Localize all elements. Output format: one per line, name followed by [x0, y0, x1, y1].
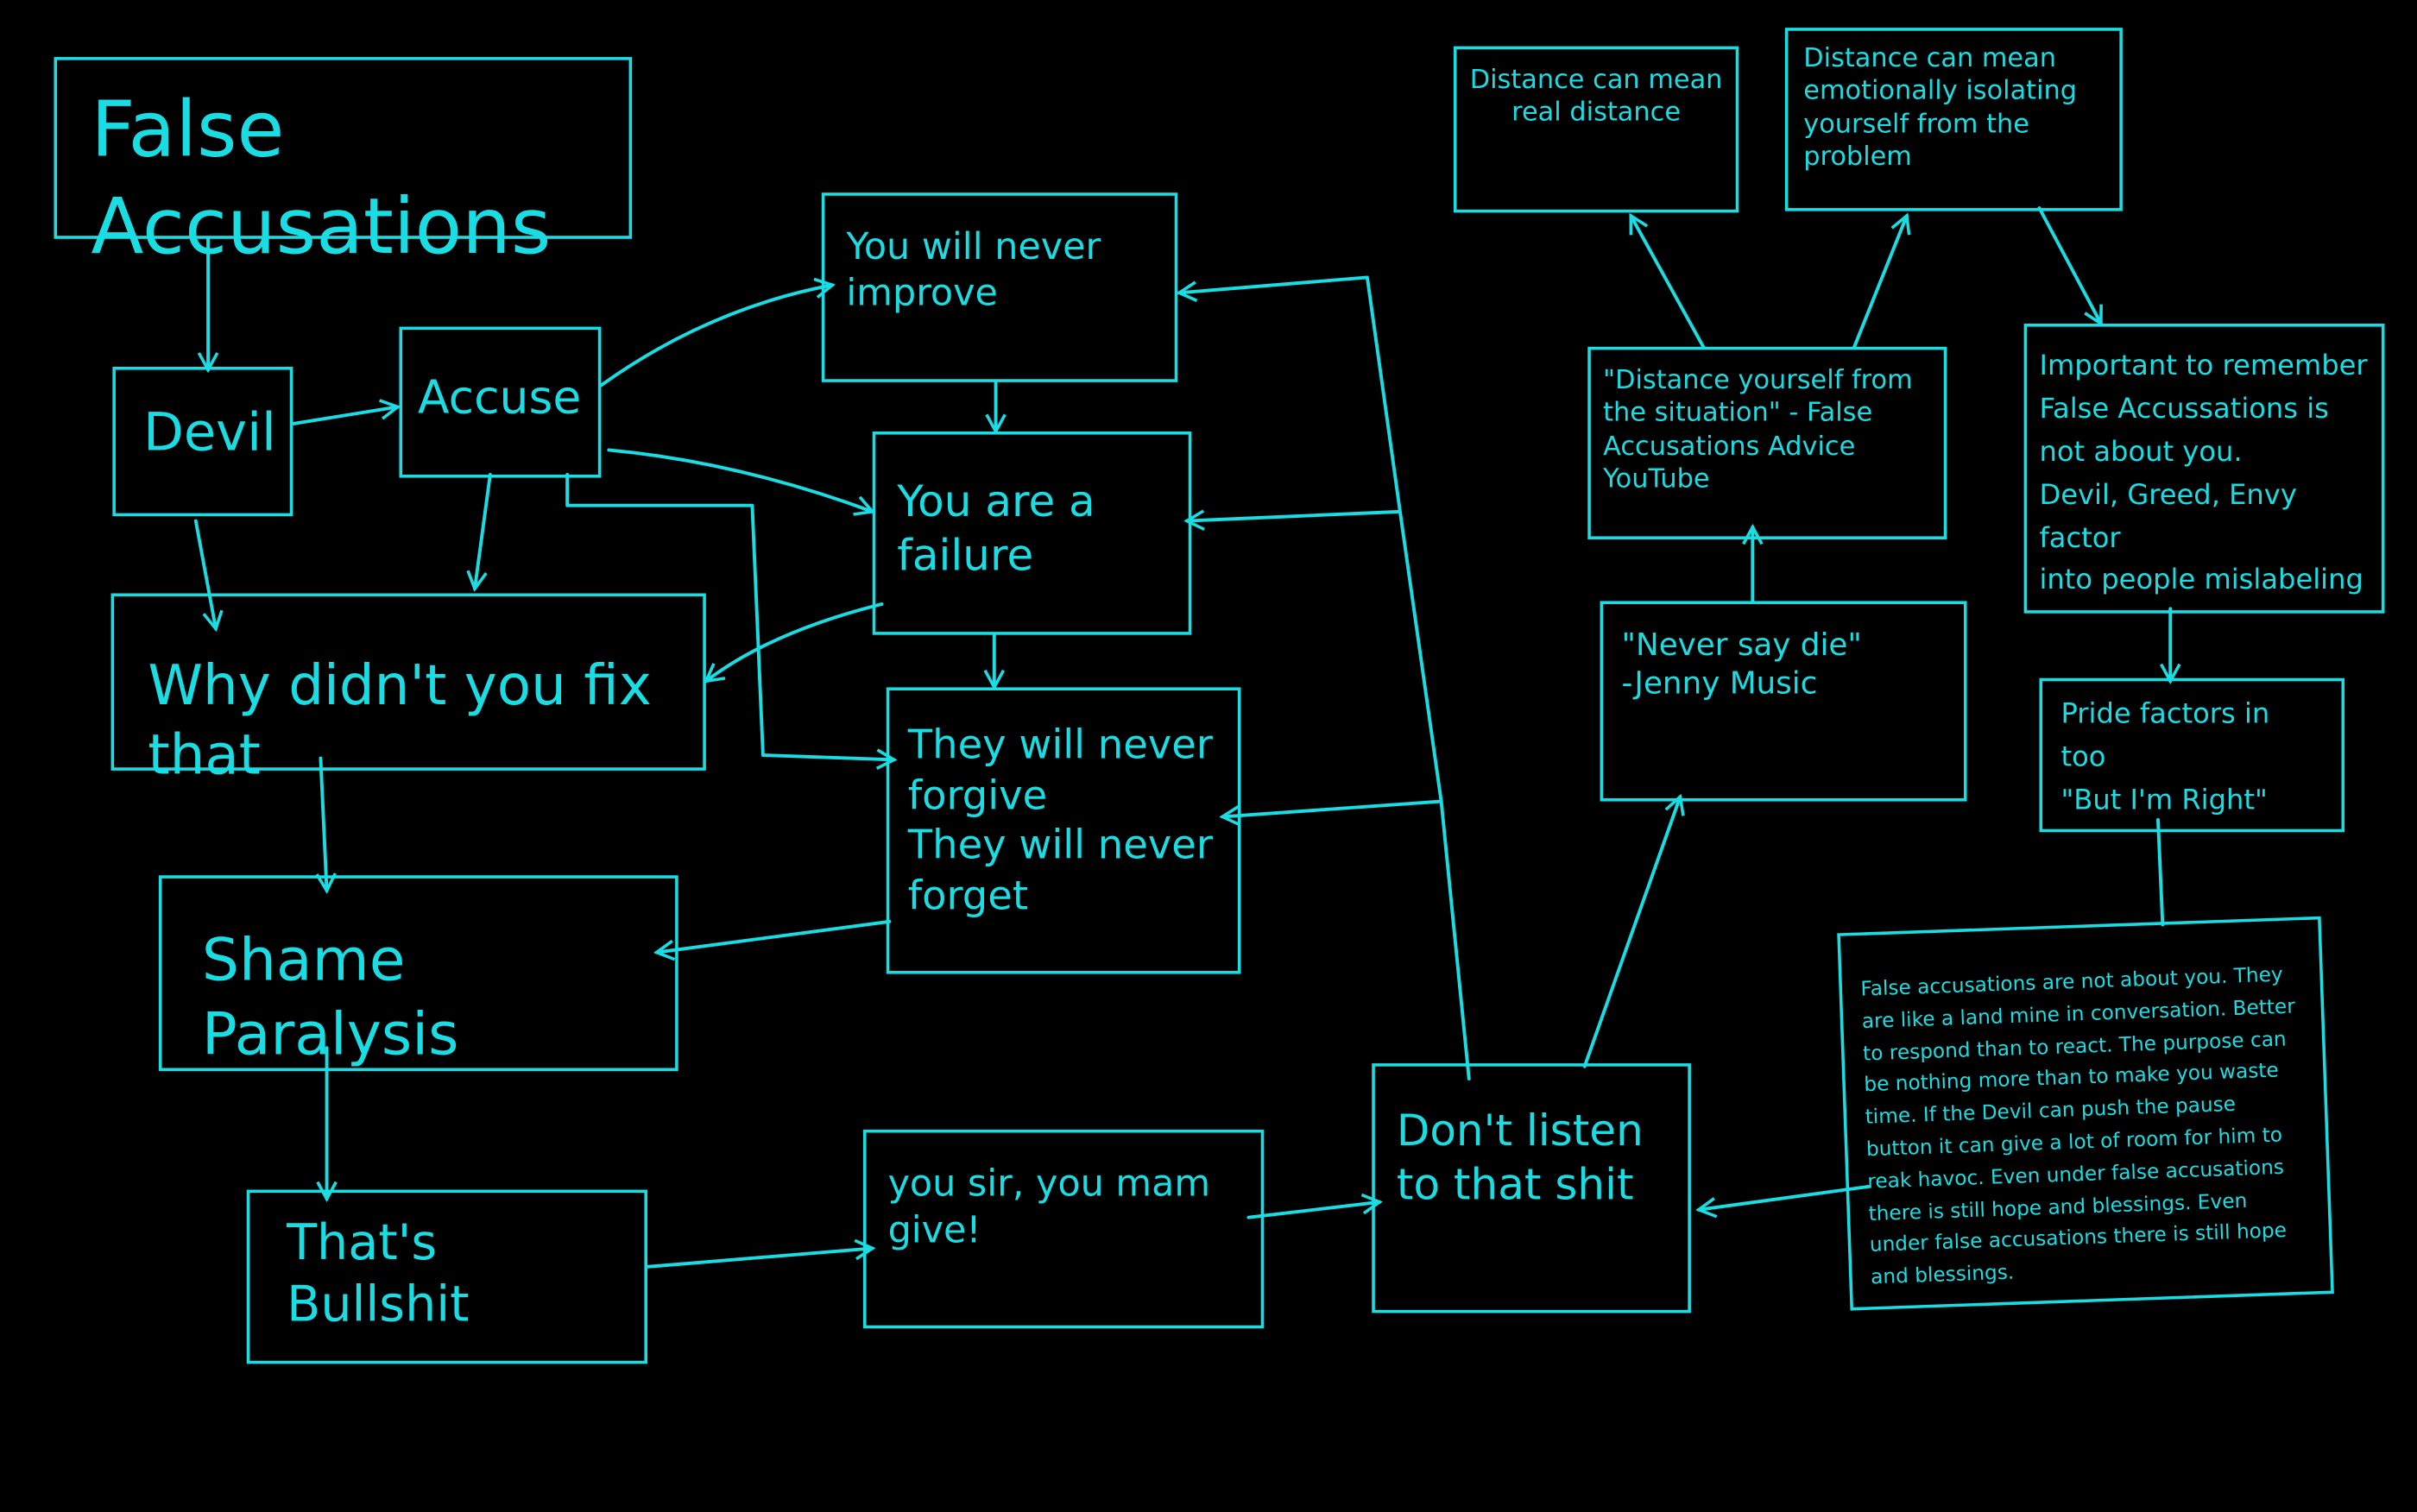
node-why-didnt-you-fix-that: Why didn't you fix that: [110, 593, 706, 787]
arrow-dont-listen-to-never-say-die: [1582, 797, 1681, 1068]
node-text: Devil: [143, 402, 276, 464]
node-you-are-a-failure: You are a failure: [872, 431, 1192, 635]
node-text: Important to remember False Accussations…: [2039, 350, 2368, 597]
arrow-forgive-to-shame: [657, 919, 892, 953]
arrow-dont-listen-to-failure: [1187, 512, 1402, 521]
node-text: You will never improve: [846, 224, 1101, 315]
node-text: Don't listen to that shit: [1396, 1105, 1644, 1210]
arrow-emotional-to-important: [2037, 206, 2100, 324]
arrow-give-to-dont-listen: [1246, 1202, 1379, 1219]
node-distance-real: Distance can mean real distance: [1453, 46, 1739, 213]
arrow-accuse-to-forgive: [565, 473, 894, 759]
node-distance-emotional: Distance can mean emotionally isolating …: [1784, 28, 2123, 211]
arrow-accuse-to-failure: [607, 448, 872, 511]
node-text: Distance can mean real distance: [1469, 64, 1723, 129]
arrow-devil-to-accuse: [291, 406, 397, 426]
node-dont-listen: Don't listen to that shit: [1372, 1063, 1691, 1314]
node-shame-paralysis: Shame Paralysis: [158, 875, 678, 1072]
arrow-why-to-shame: [320, 756, 326, 891]
node-text: They will never forgive They will never …: [907, 722, 1213, 920]
node-text: Distance can mean emotionally isolating …: [1803, 42, 2078, 173]
node-text: You are a failure: [897, 476, 1095, 582]
node-text: you sir, you mam give!: [887, 1162, 1211, 1251]
node-pride: Pride factors in too "But I'm Right": [2039, 677, 2345, 833]
node-you-sir-you-mam-give: you sir, you mam give!: [862, 1129, 1265, 1329]
node-text: Pride factors in too "But I'm Right": [2060, 697, 2270, 817]
node-accuse: Accuse: [399, 326, 602, 478]
arrow-accuse-to-improve: [599, 285, 832, 387]
arrow-bullshit-to-give: [646, 1248, 873, 1269]
arrow-devil-to-why: [193, 519, 216, 629]
arrow-failure-to-why: [706, 602, 884, 681]
node-text: Shame Paralysis: [201, 926, 459, 1068]
node-never-say-die: "Never say die" -Jenny Music: [1600, 601, 1967, 802]
node-false-accusations: False Accusations: [54, 57, 633, 270]
node-text: That's Bullshit: [287, 1213, 470, 1333]
arrow-accuse-to-why: [475, 473, 492, 589]
node-text: Accuse: [417, 371, 582, 425]
arrow-dont-listen-to-forgive: [1222, 799, 1443, 817]
node-you-will-never-improve: You will never improve: [821, 192, 1178, 382]
node-distance-yourself: "Distance yourself from the situation" -…: [1587, 346, 1947, 539]
arrow-paragraph-to-dont-listen: [1699, 1185, 1871, 1210]
arrow-dont-listen-to-improve: [1179, 275, 1471, 1080]
node-text: False accusations are not about you. The…: [1860, 963, 2296, 1290]
node-text: "Distance yourself from the situation" -…: [1603, 365, 1913, 495]
node-text: False Accusations: [91, 85, 552, 271]
node-text: "Never say die" -Jenny Music: [1621, 625, 1862, 702]
node-false-accusations-paragraph: False accusations are not about you. The…: [1837, 916, 2334, 1311]
line-pride-to-paragraph: [2156, 818, 2165, 927]
node-devil: Devil: [112, 366, 293, 517]
node-text: Why didn't you fix that: [148, 654, 652, 788]
arrow-distance-yourself-to-emotional: [1852, 216, 1907, 349]
node-they-will-never-forgive: They will never forgive They will never …: [886, 687, 1241, 974]
node-thats-bullshit: That's Bullshit: [246, 1189, 647, 1364]
arrow-distance-yourself-to-real-distance: [1629, 216, 1706, 349]
node-important-to-remember: Important to remember False Accussations…: [2023, 323, 2385, 614]
